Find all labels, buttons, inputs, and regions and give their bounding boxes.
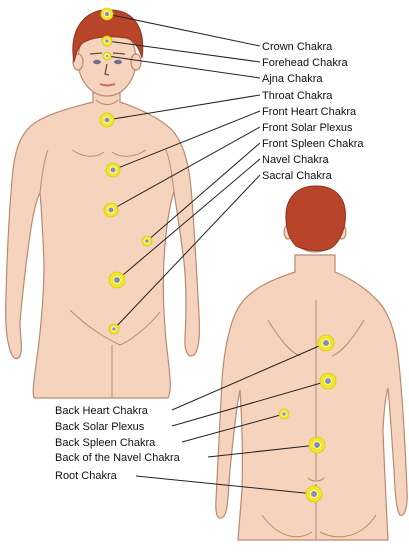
chakra-point-front-heart	[106, 163, 120, 177]
chakra-point-crown	[101, 8, 113, 20]
label-throat-chakra: Throat Chakra	[262, 90, 333, 102]
front-body	[6, 92, 200, 398]
label-front-spleen-chakra: Front Spleen Chakra	[262, 138, 364, 150]
chakra-point-back-navel	[309, 437, 325, 453]
label-back-heart-chakra: Back Heart Chakra	[55, 405, 149, 417]
chakra-center	[108, 207, 114, 213]
chakra-center	[112, 327, 116, 331]
label-sacral-chakra: Sacral Chakra	[262, 170, 333, 182]
chakra-center	[145, 239, 149, 243]
chakra-point-sacral	[109, 324, 119, 334]
label-back-solar-plexus: Back Solar Plexus	[55, 421, 145, 433]
front-eye-right	[114, 60, 122, 64]
label-crown-chakra: Crown Chakra	[262, 41, 333, 53]
label-navel-chakra: Navel Chakra	[262, 154, 330, 166]
label-back-of-the-navel-chakra: Back of the Navel Chakra	[55, 452, 181, 464]
front-label-group: Crown Chakra Forehead Chakra Ajna Chakra…	[262, 41, 364, 182]
chakra-center	[105, 54, 108, 57]
chakra-point-front-spleen	[142, 236, 152, 246]
label-forehead-chakra: Forehead Chakra	[262, 57, 348, 69]
label-front-heart-chakra: Front Heart Chakra	[262, 106, 357, 118]
chakra-point-navel	[109, 272, 125, 288]
chakra-center	[282, 412, 286, 416]
back-hair	[286, 186, 346, 251]
front-ear-right	[131, 54, 141, 70]
chakra-point-ajna	[103, 52, 111, 60]
back-label-group: Back Heart Chakra Back Solar Plexus Back…	[55, 405, 181, 482]
chakra-point-throat	[100, 113, 114, 127]
chakra-point-back-heart	[318, 335, 334, 351]
label-back-spleen-chakra: Back Spleen Chakra	[55, 437, 156, 449]
chakra-center	[114, 277, 121, 284]
chakra-center	[105, 39, 109, 43]
chakra-center	[110, 167, 116, 173]
chakra-center	[104, 11, 109, 16]
chakra-center	[325, 378, 332, 385]
chakra-center	[311, 491, 318, 498]
chakra-point-front-solar-plexus	[104, 203, 118, 217]
chakra-center	[314, 442, 321, 449]
chakra-point-forehead	[102, 36, 112, 46]
chakra-point-root	[306, 486, 322, 502]
label-ajna-chakra: Ajna Chakra	[262, 73, 323, 85]
chakra-center	[323, 340, 330, 347]
chakra-point-back-spleen	[279, 409, 289, 419]
chakra-point-back-solar-plexus	[320, 373, 336, 389]
front-figure	[6, 10, 200, 398]
label-root-chakra: Root Chakra	[55, 470, 118, 482]
label-front-solar-plexus: Front Solar Plexus	[262, 122, 353, 134]
chakra-center	[104, 117, 110, 123]
front-eye-left	[93, 60, 101, 64]
